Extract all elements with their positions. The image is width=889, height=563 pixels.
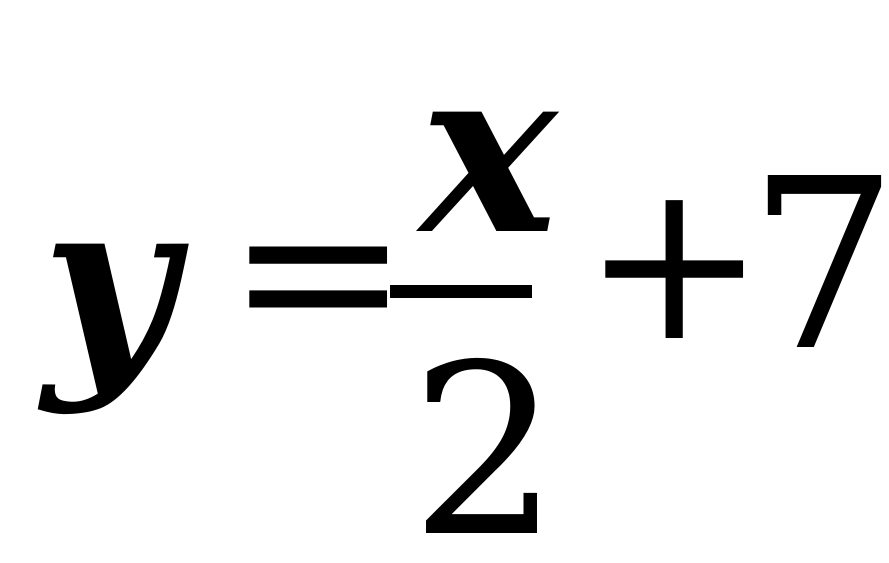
plus-sign: + — [582, 134, 767, 390]
fraction-denominator: 2 — [410, 314, 561, 563]
constant-term: 7 — [748, 128, 889, 403]
fraction-bar — [390, 285, 532, 298]
variable-y: y — [42, 148, 176, 418]
equals-sign: = — [226, 142, 411, 398]
fraction-numerator: x — [420, 16, 558, 286]
